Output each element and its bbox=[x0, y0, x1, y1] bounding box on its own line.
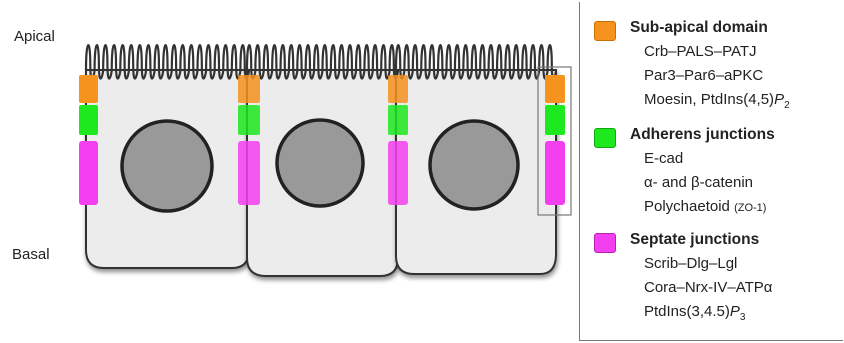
septate-marker bbox=[79, 141, 98, 205]
adherens-junction-markers bbox=[79, 105, 565, 135]
nucleus bbox=[120, 119, 214, 213]
legend-item-sub: 3 bbox=[739, 312, 746, 323]
adherens-marker bbox=[238, 105, 260, 135]
microvilli bbox=[84, 44, 558, 80]
legend-item: Moesin, PtdIns(4,5)P2 bbox=[644, 91, 790, 111]
basal-label: Basal bbox=[12, 246, 50, 263]
legend-title: Septate junctions bbox=[630, 231, 760, 248]
adherens-marker bbox=[79, 105, 98, 135]
legend-item-tail: P bbox=[774, 91, 785, 108]
septate-junction-markers bbox=[79, 141, 565, 205]
adherens-swatch bbox=[594, 128, 616, 148]
sub-apical-domain-markers bbox=[79, 75, 565, 103]
sub-apical-marker bbox=[388, 75, 408, 103]
legend-title: Sub-apical domain bbox=[630, 19, 768, 36]
legend-item: Cora–Nrx-IV–ATPα bbox=[644, 279, 773, 296]
nucleus bbox=[275, 118, 365, 208]
legend-item-small: (ZO-1) bbox=[734, 202, 767, 214]
septate-marker bbox=[545, 141, 565, 205]
legend-title: Adherens junctions bbox=[630, 126, 775, 143]
legend: Sub-apical domain Crb–PALS–PATJ Par3–Par… bbox=[579, 2, 843, 341]
legend-item-sub: 2 bbox=[784, 100, 790, 111]
adherens-marker bbox=[545, 105, 565, 135]
legend-item: α- and β-catenin bbox=[644, 174, 754, 191]
sub-apical-marker bbox=[238, 75, 260, 103]
epithelial-cells-diagram bbox=[79, 44, 572, 277]
apical-label: Apical bbox=[14, 28, 55, 45]
legend-item-text: PtdIns(3,4.5) bbox=[644, 303, 730, 320]
legend-item: Crb–PALS–PATJ bbox=[644, 43, 757, 60]
legend-item-tail: P bbox=[729, 303, 740, 320]
legend-item: Par3–Par6–aPKC bbox=[644, 67, 764, 84]
legend-item-text: Polychaetoid bbox=[644, 198, 735, 215]
nucleus bbox=[428, 119, 520, 211]
septate-marker bbox=[388, 141, 408, 205]
sub-apical-marker bbox=[79, 75, 98, 103]
septate-swatch bbox=[594, 233, 616, 253]
adherens-marker bbox=[388, 105, 408, 135]
legend-item: E-cad bbox=[644, 150, 684, 167]
legend-item: PtdIns(3,4.5)P3 bbox=[644, 303, 745, 323]
zoom-box bbox=[537, 66, 572, 216]
legend-item: Scrib–Dlg–Lgl bbox=[644, 255, 738, 272]
septate-marker bbox=[238, 141, 260, 205]
legend-item-text: Moesin, PtdIns(4,5) bbox=[644, 91, 775, 108]
sub-apical-marker bbox=[545, 75, 565, 103]
sub-apical-swatch bbox=[594, 21, 616, 41]
legend-item: Polychaetoid (ZO-1) bbox=[644, 198, 766, 215]
